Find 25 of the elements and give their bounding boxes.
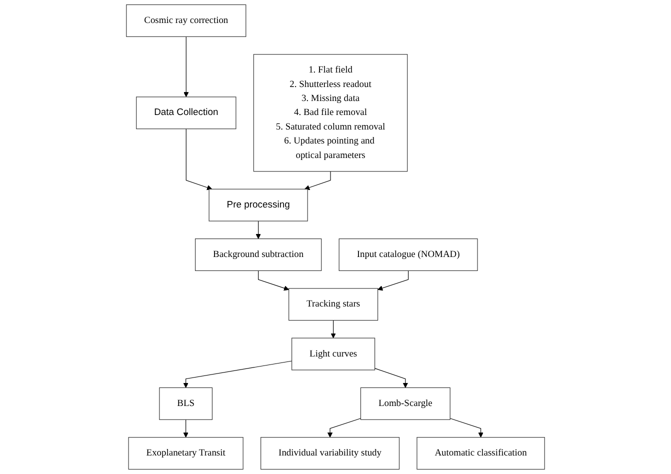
- arrow: [256, 220, 261, 239]
- arrow: [183, 360, 292, 388]
- node-box: Exoplanetary Transit: [128, 437, 244, 470]
- arrow: [258, 270, 290, 291]
- arrow: [327, 418, 361, 438]
- arrow: [378, 270, 409, 291]
- node-box: 1. Flat field 2. Shutterless readout 3. Missing data 4. Bad file removal 5. Saturated column removal 6. Updates pointing and optical parameters: [253, 54, 408, 172]
- arrow: [184, 36, 189, 98]
- arrow: [186, 128, 212, 190]
- node-box: BLS: [159, 387, 213, 420]
- node-box: Background subtraction: [195, 238, 322, 271]
- arrow: [374, 368, 408, 388]
- arrow: [183, 419, 188, 438]
- node-box: Lomb-Scargle: [360, 387, 450, 420]
- node-box: Data Collection: [136, 96, 236, 130]
- arrow: [450, 418, 484, 438]
- node-box: Pre processing: [208, 188, 308, 222]
- node-box: Cosmic ray correction: [126, 4, 246, 37]
- node-box: Input catalogue (NOMAD): [338, 238, 478, 271]
- arrow: [304, 171, 331, 190]
- node-box: Tracking stars: [288, 288, 378, 321]
- arrow: [330, 320, 336, 338]
- node-box: Automatic classification: [416, 437, 545, 470]
- node-box: Individual variability study: [260, 437, 400, 470]
- node-box: Light curves: [292, 338, 376, 370]
